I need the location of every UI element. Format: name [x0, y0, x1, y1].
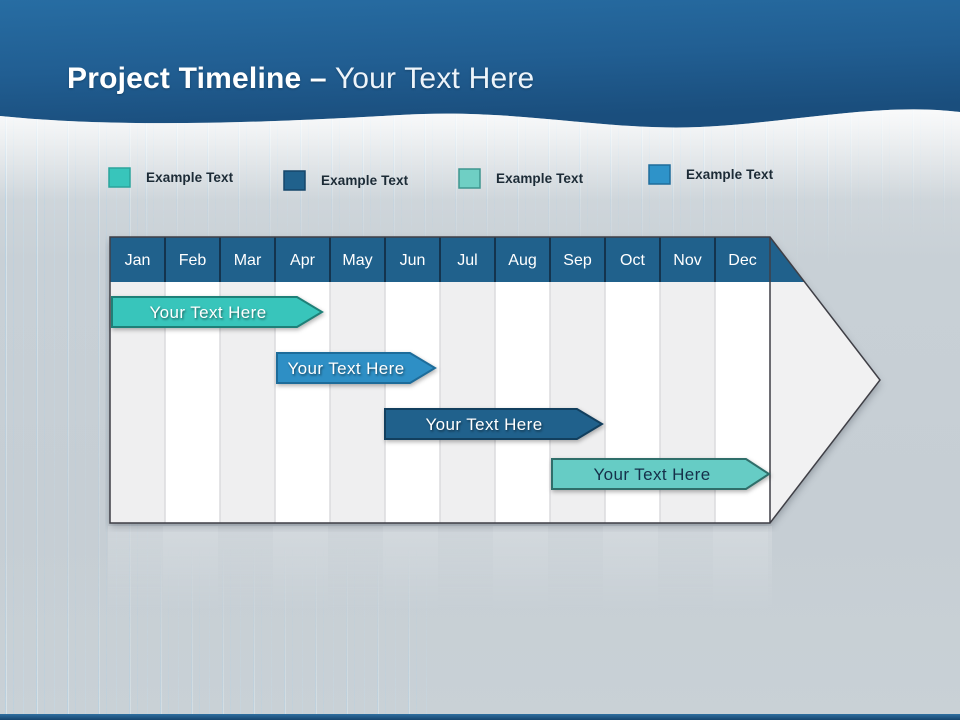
header-cell-separators [164, 237, 716, 282]
month-label: Jan [125, 252, 151, 269]
table-reflection [108, 526, 772, 626]
timeline-bar [276, 352, 437, 384]
light-streaks-bottom [0, 545, 430, 717]
legend-swatch-icon [283, 170, 306, 191]
legend-item: Example Text [648, 164, 773, 185]
legend-label: Example Text [496, 171, 584, 186]
timeline-bar-label: Your Text Here [425, 415, 542, 434]
timeline-outline [109, 236, 881, 524]
timeline-bar [111, 296, 324, 328]
month-label: Sep [563, 252, 592, 269]
legend-swatch-icon [458, 168, 481, 189]
timeline-bar-label: Your Text Here [287, 359, 404, 378]
month-label: May [342, 252, 372, 269]
title-light: Your Text Here [326, 62, 535, 95]
page-title: Project Timeline – Your Text Here [67, 61, 534, 97]
timeline-bars: Your Text Here Your Text Here Your Text … [111, 296, 771, 490]
bottom-accent-bar [0, 714, 960, 720]
title-strong: Project Timeline – [67, 62, 327, 95]
timeline-bar-label: Your Text Here [149, 303, 266, 322]
swatch-rect [108, 167, 131, 188]
light-streaks-right [845, 110, 960, 240]
month-header-band [110, 237, 805, 282]
month-label: Nov [673, 252, 701, 269]
legend-label: Example Text [686, 167, 774, 182]
month-label: Jun [400, 252, 426, 269]
swatch-rect [283, 170, 306, 191]
legend-label: Example Text [146, 170, 234, 185]
month-labels: Jan Feb Mar Apr May Jun Jul Aug Sep Oct … [125, 252, 757, 269]
timeline-bar [384, 408, 604, 440]
month-label: Apr [290, 252, 316, 269]
column-may [330, 282, 385, 523]
timeline-arrow-tip [770, 237, 880, 523]
month-label: Aug [508, 252, 536, 269]
month-label: Dec [728, 252, 756, 269]
month-label: Mar [234, 252, 262, 269]
legend-item: Example Text [283, 170, 408, 191]
legend-swatch-icon [108, 167, 131, 188]
timeline-bar-label: Your Text Here [593, 465, 710, 484]
legend-item: Example Text [458, 168, 583, 189]
legend-label: Example Text [321, 173, 409, 188]
legend-swatch-icon [648, 164, 671, 185]
timeline-bar [551, 458, 771, 490]
month-label: Oct [620, 252, 645, 269]
swatch-rect [648, 164, 671, 185]
legend-item: Example Text [108, 167, 233, 188]
timeline-chart: Jan Feb Mar Apr May Jun Jul Aug Sep Oct … [109, 236, 881, 524]
month-label: Jul [457, 252, 477, 269]
swatch-rect [458, 168, 481, 189]
month-label: Feb [179, 252, 207, 269]
column-jul [440, 282, 495, 523]
